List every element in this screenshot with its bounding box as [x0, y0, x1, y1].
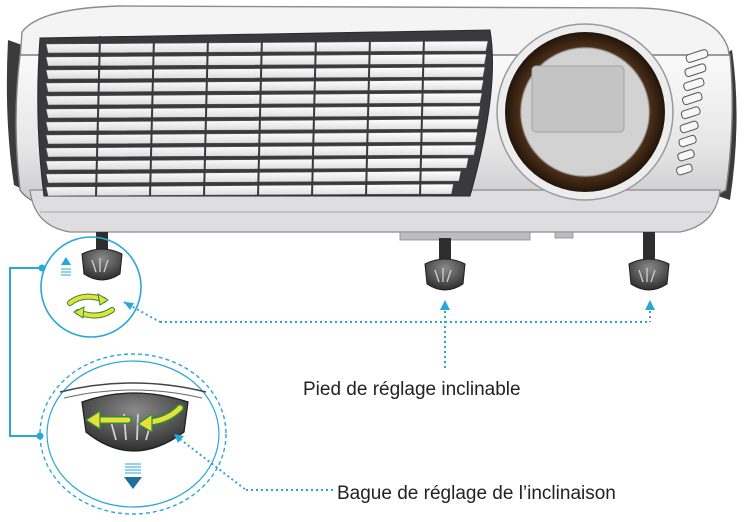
callout-tilt-foot	[123, 300, 655, 368]
grill-slat	[45, 118, 480, 132]
side-vent-slot	[684, 63, 707, 77]
grill-slat	[45, 131, 478, 145]
tilt-foot-middle	[424, 238, 466, 291]
side-vent-slot	[680, 106, 701, 120]
side-vent-slot	[678, 134, 697, 148]
lens	[496, 23, 674, 201]
vent-grill	[37, 29, 493, 197]
grill-slat	[45, 79, 484, 93]
callout-tilt-ring	[174, 434, 334, 491]
side-vent-slot	[676, 163, 693, 176]
grill-slat	[45, 183, 454, 197]
side-vent-slot	[682, 92, 703, 106]
grill-slat	[45, 53, 487, 67]
connector-bracket	[9, 264, 46, 440]
tilt-foot-left	[81, 232, 123, 281]
tilt-foot-label: Pied de réglage inclinable	[303, 379, 521, 400]
grill-slat	[45, 66, 486, 80]
grill-slat	[45, 105, 481, 119]
up-arrow-icon	[61, 257, 71, 276]
grill-divider	[203, 35, 209, 197]
grill-slat	[45, 144, 477, 158]
side-vent-slot	[683, 77, 705, 92]
grill-divider	[419, 35, 425, 197]
side-vent-slot	[685, 49, 709, 63]
grill-divider	[257, 35, 263, 197]
zoom-detail-circle	[39, 353, 227, 515]
tilt-foot-right	[628, 232, 670, 291]
grill-divider	[365, 35, 371, 197]
side-vent-slot	[677, 149, 695, 162]
tilt-ring-label: Bague de réglage de l’inclinaison	[337, 483, 616, 504]
grill-divider	[95, 35, 101, 197]
foot-detail-circle	[40, 236, 142, 338]
grill-divider	[311, 35, 317, 197]
rotate-arrows-icon	[67, 293, 115, 319]
side-vent-slot	[679, 120, 699, 134]
grill-slat	[45, 92, 483, 106]
side-vents	[676, 49, 709, 176]
grill-divider	[149, 35, 155, 197]
grill-slat	[45, 40, 489, 54]
down-arrow-icon	[124, 463, 142, 489]
